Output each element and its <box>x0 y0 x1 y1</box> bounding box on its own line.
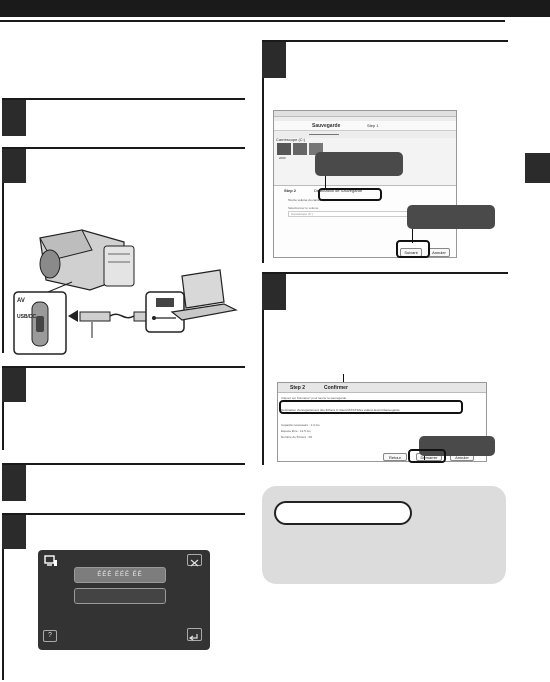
note-title-pill <box>274 501 412 525</box>
pc-menu-icon <box>44 555 57 566</box>
callout-box-3 <box>419 436 495 456</box>
callout-2-leader <box>412 229 413 243</box>
usb-dc-label: USB/DC <box>17 314 37 320</box>
window-titlebar <box>274 111 456 117</box>
step-3-sideline <box>2 402 4 450</box>
retour-button[interactable]: Retour <box>383 453 407 461</box>
step-1-label: Step 1 <box>367 123 379 128</box>
step-6-sideline <box>262 78 264 263</box>
backup-app-window: Sauvegarde Step 1 Caméscope (C:) 2060 St… <box>273 110 457 258</box>
window-title-label: Sauvegarde <box>312 123 341 129</box>
callout-3-leader <box>424 456 425 460</box>
step-2-rule <box>2 147 245 149</box>
thumbnail-1-label: 2060 <box>279 156 286 160</box>
confirm-window-header: Step 2 Confirmer <box>278 383 486 393</box>
destination-highlight-ring <box>279 400 463 414</box>
back-arrow-icon <box>188 634 198 641</box>
capacity-line: Capacité nécessaire : 1.0 Go <box>281 423 320 427</box>
header-rule <box>0 20 505 22</box>
callout-box-2 <box>407 205 495 229</box>
annuler-button[interactable]: Annuler <box>428 248 450 257</box>
demarrer-highlight-ring <box>408 449 446 463</box>
lcd-help-button[interactable]: ? <box>43 630 57 642</box>
step-7-sideline <box>262 310 264 465</box>
step-2-sideline <box>2 183 4 353</box>
step-3-number <box>2 368 26 402</box>
step-6-number <box>262 42 286 78</box>
top-header-bar <box>0 0 550 17</box>
camera-section-label: Caméscope (C:) <box>276 137 306 142</box>
lcd-menu-item-1[interactable]: ÉÉÉ ÉÉÉ ÉÉ <box>74 567 166 583</box>
step-2-tab-label: Step 2 <box>284 188 297 193</box>
step-5-number <box>2 515 26 549</box>
window-subtoolbar <box>274 131 456 138</box>
select-volume-label: Sélectionner le volume <box>288 206 319 210</box>
callout-box-1 <box>315 152 403 176</box>
step-4-rule <box>2 463 245 465</box>
camera-connection-illustration <box>13 229 238 355</box>
close-icon <box>190 559 199 567</box>
step-6-rule <box>262 40 508 42</box>
volume-field[interactable]: Caméscope (C:) <box>288 211 408 217</box>
suivant-highlight-ring <box>396 240 430 258</box>
free-space-line: Espace libre : 12.5 Go <box>281 429 311 433</box>
lcd-menu-item-2[interactable] <box>74 588 166 604</box>
step-1-rule <box>2 98 245 100</box>
note-box <box>262 486 506 584</box>
window-toolbar: Sauvegarde Step 1 <box>274 121 456 131</box>
radio-all-volume[interactable]: Tout le volume du caméscope <box>288 198 328 202</box>
side-section-tab <box>525 153 550 183</box>
step-5-rule <box>2 513 245 515</box>
window-menubar <box>274 117 456 121</box>
destination-path-text: Destination d'enregistrement des fichier… <box>281 408 400 412</box>
confirm-title-label: Confirmer <box>324 385 348 391</box>
thumbnail-2[interactable] <box>293 143 307 155</box>
radio-highlight-ring <box>318 188 382 201</box>
step-5-sideline <box>2 549 4 680</box>
step-1-number <box>2 100 26 136</box>
av-port-label: AV <box>17 298 25 304</box>
step-7-rule <box>262 272 508 274</box>
step-3-rule <box>2 366 245 368</box>
callout-1-leader <box>325 176 326 190</box>
thumbnail-1[interactable] <box>277 143 291 155</box>
lcd-close-button[interactable] <box>187 554 202 567</box>
step-7-number <box>262 274 286 310</box>
step-4-number <box>2 465 26 501</box>
step-2-number <box>2 149 26 183</box>
destination-header: Destination de Sauvegarde <box>314 188 363 193</box>
camera-lcd-screen: ÉÉÉ ÉÉÉ ÉÉ ? <box>38 550 210 650</box>
lcd-back-button[interactable] <box>187 628 202 641</box>
file-count-line: Nombre de fichiers : 06 <box>281 435 313 439</box>
confirm-intro-text: Cliquez sur 'Démarrer' pour lancer la sa… <box>281 396 348 400</box>
confirm-step-label: Step 2 <box>290 385 306 391</box>
